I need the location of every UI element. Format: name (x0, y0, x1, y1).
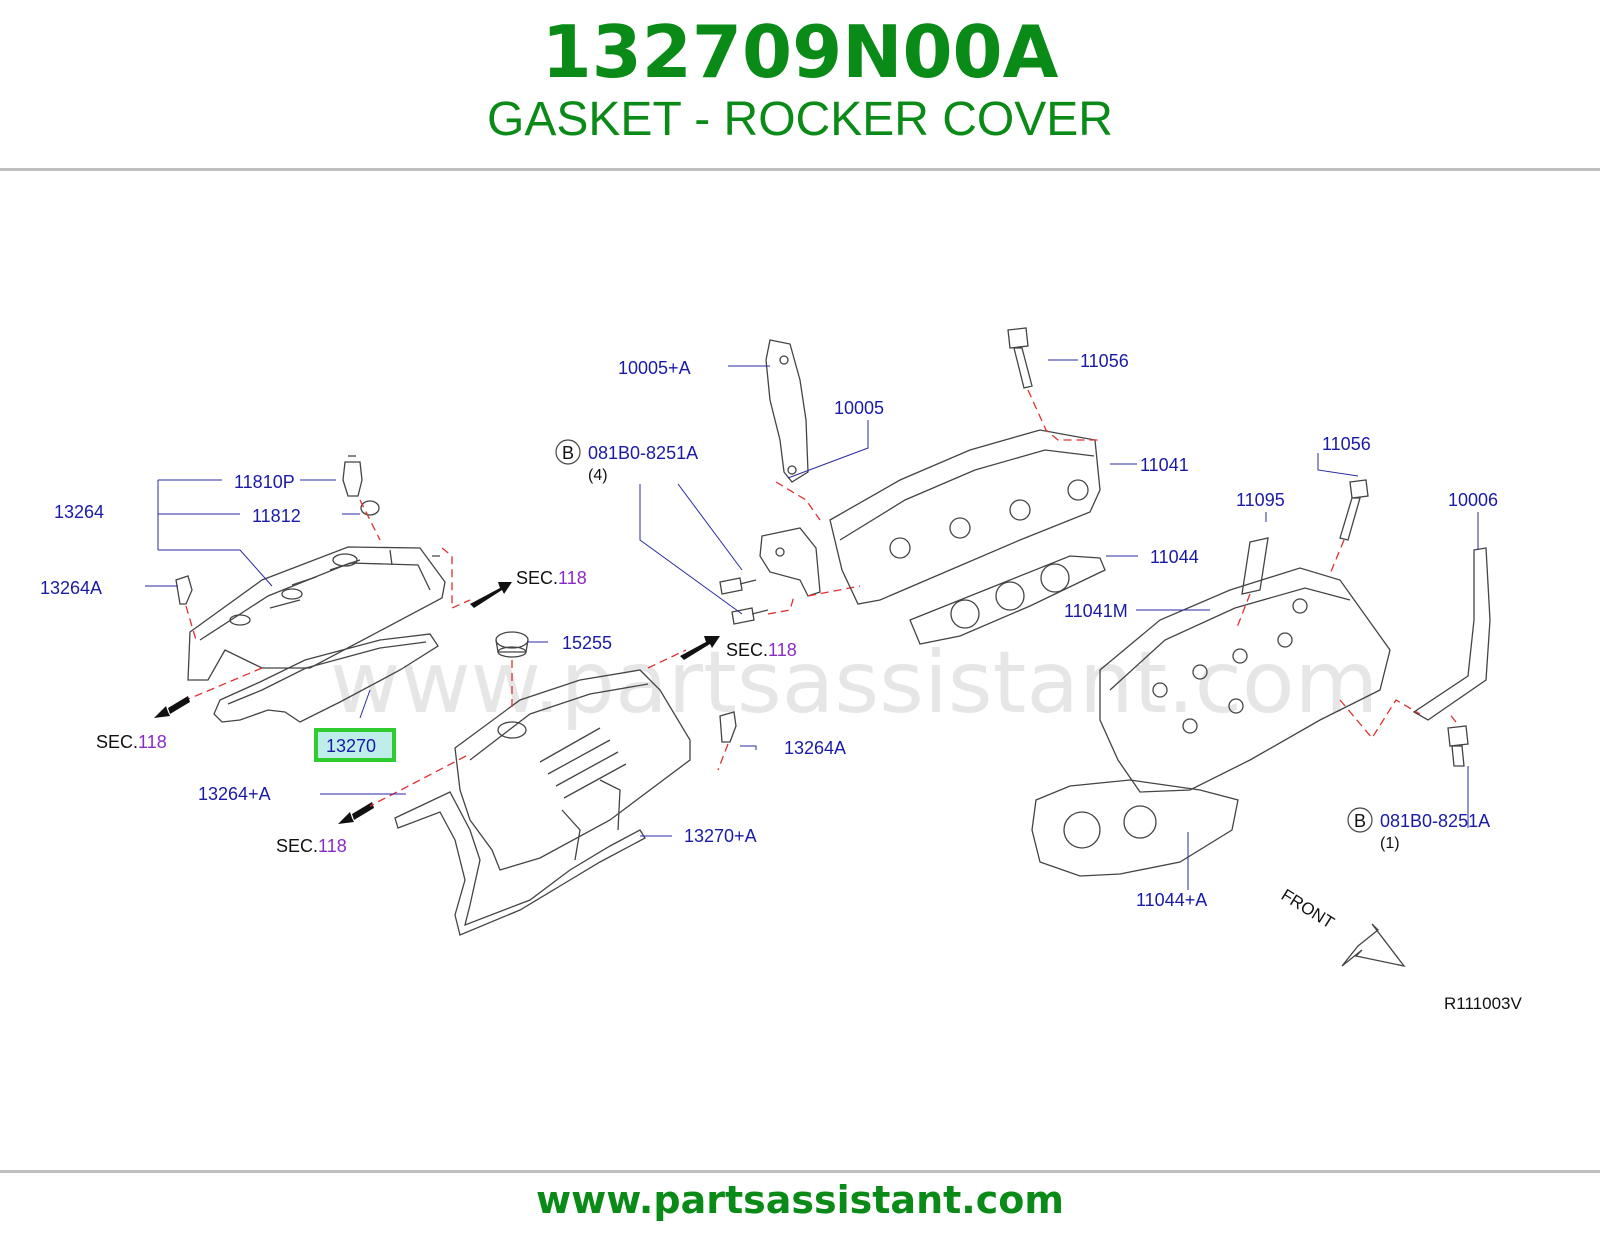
highlight-13270 (314, 728, 396, 762)
sec-arrow-4 (338, 802, 374, 824)
footer-divider (0, 1170, 1600, 1173)
label-13264a-left[interactable]: 13264A (40, 578, 102, 598)
bolt-081b0-right (1447, 725, 1469, 767)
qty-4: (4) (588, 467, 608, 484)
label-10005[interactable]: 10005 (834, 398, 884, 418)
bolt-13264a-left (175, 575, 193, 605)
label-15255[interactable]: 15255 (562, 633, 612, 653)
rocker-cover-left (187, 546, 446, 681)
sec-label-1[interactable]: SEC.118 (516, 568, 587, 588)
b-marker-icon (555, 439, 581, 465)
label-13270[interactable]: 13270 (326, 736, 376, 756)
sec-label-3[interactable]: SEC.118 (96, 732, 167, 752)
rocker-gasket-13270a (394, 791, 646, 936)
sec-label-4[interactable]: SEC.118 (276, 836, 347, 856)
label-081b0-left[interactable]: 081B0-8251A (588, 443, 698, 463)
b-marker-left: B (562, 443, 574, 463)
label-11812[interactable]: 11812 (252, 506, 301, 526)
sec-label-2[interactable]: SEC.118 (726, 640, 797, 660)
bolt-11056-right (1339, 479, 1369, 541)
head-gasket-11044 (909, 555, 1106, 645)
b-marker-right: B (1354, 811, 1366, 831)
label-11056-top[interactable]: 11056 (1080, 351, 1129, 371)
footer-url-link[interactable]: www.partsassistant.com (536, 1178, 1064, 1222)
label-11095[interactable]: 11095 (1236, 490, 1285, 510)
label-081b0-right[interactable]: 081B0-8251A (1380, 811, 1490, 831)
cylinder-head-11041 (829, 429, 1101, 605)
bolt-081b0-left (719, 577, 769, 625)
pcv-valve-11810p (342, 455, 363, 497)
header-divider (0, 168, 1600, 171)
sec-arrow-2 (154, 696, 190, 718)
sec-arrow-3 (680, 636, 720, 660)
label-11810p[interactable]: 11810P (234, 472, 295, 492)
label-11044pa[interactable]: 11044+A (1136, 890, 1207, 910)
oil-filler-cap-15255 (495, 631, 529, 658)
cylinder-head-11041m (1099, 567, 1391, 793)
head-gasket-11044a (1031, 779, 1239, 877)
grommet-11812 (360, 500, 380, 516)
label-10005a[interactable]: 10005+A (618, 358, 691, 378)
diagram-ref-code: R111003V (1444, 994, 1522, 1013)
front-label: FRONT (1278, 885, 1338, 932)
label-11041[interactable]: 11041 (1140, 455, 1189, 475)
label-13264[interactable]: 13264 (54, 502, 104, 522)
front-arrow-icon (1341, 923, 1406, 967)
dowel-11095 (1241, 537, 1269, 595)
bracket-10006 (1412, 547, 1491, 721)
part-number-title: 132709N00A (541, 10, 1059, 94)
label-11056-right[interactable]: 11056 (1322, 434, 1371, 454)
label-11041m[interactable]: 11041M (1064, 601, 1128, 621)
qty-1: (1) (1380, 835, 1400, 852)
b-marker-icon-right (1347, 807, 1373, 833)
label-13264pa[interactable]: 13264+A (198, 784, 271, 804)
label-11044[interactable]: 11044 (1150, 547, 1199, 567)
label-10006[interactable]: 10006 (1448, 490, 1498, 510)
watermark-text: www.partsassistant.com (330, 633, 1378, 733)
bracket-10005a (765, 339, 809, 483)
leader-lines (145, 359, 1479, 890)
rocker-cover-right (454, 669, 691, 871)
part-name-subtitle: GASKET - ROCKER COVER (487, 93, 1113, 146)
label-13270pa[interactable]: 13270+A (684, 826, 757, 846)
sec-arrow-1 (470, 582, 512, 608)
bolt-11056-top (1007, 327, 1033, 389)
label-13264a-right[interactable]: 13264A (784, 738, 846, 758)
bolt-13264a-right (719, 711, 737, 743)
bracket-10005 (759, 527, 821, 597)
rocker-gasket-13270 (213, 633, 439, 723)
